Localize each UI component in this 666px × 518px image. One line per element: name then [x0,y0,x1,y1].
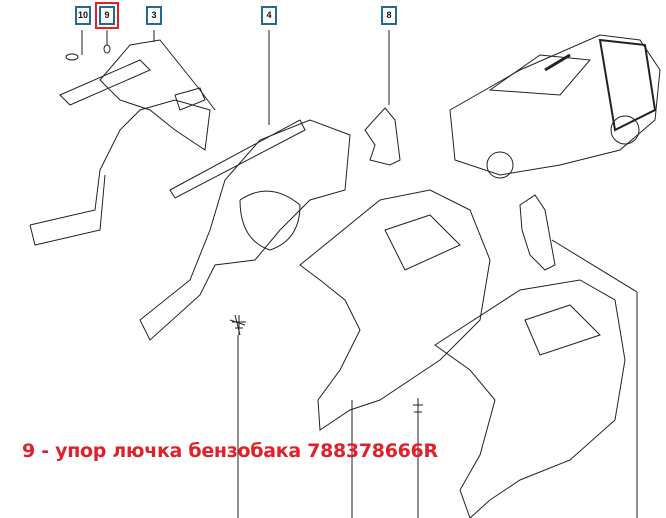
part-4-wheel-arch [139,119,351,341]
callout-8[interactable]: 8 [381,6,397,25]
quarter-panel-upper [299,189,491,431]
leader-lines [81,30,638,518]
part-caption: 9 - упор лючка бензобака 788378666R [22,440,438,462]
callout-4[interactable]: 4 [261,6,277,25]
part-3-inner-panel [29,39,216,246]
fastener-clips [232,315,423,420]
callout-9[interactable]: 9 [99,6,115,25]
highlight-frame [95,2,119,29]
quarter-panel-lower [434,279,626,518]
part-8-bracket [364,107,556,271]
callout-3[interactable]: 3 [146,6,162,25]
callout-10[interactable]: 10 [75,6,91,25]
car-thumbnail [449,34,661,179]
